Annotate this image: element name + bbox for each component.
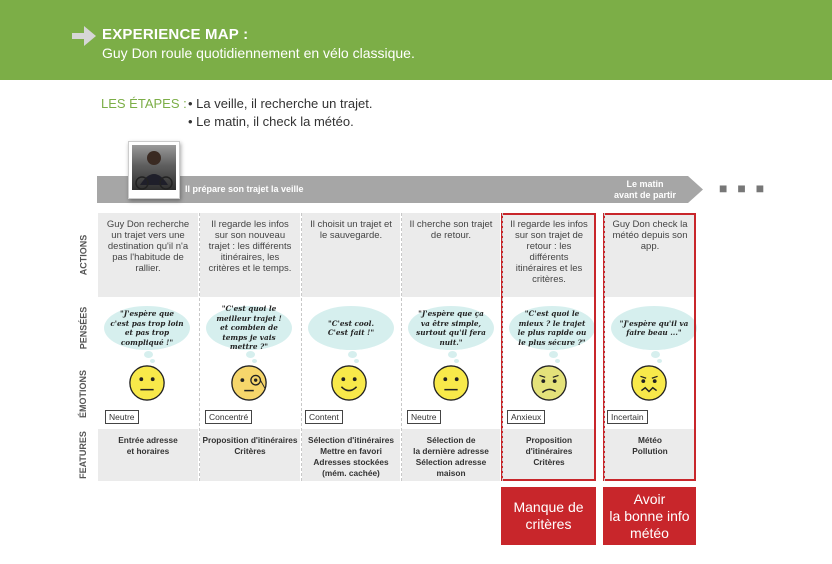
phase-label: Il prépare son trajet la veille [185,184,304,194]
phase-label-line: Le matin [626,179,664,189]
thought-bubble: "J'espère qu'il va faire beau ..." [611,306,697,350]
thought-bubble-tail [555,359,560,363]
feature-cell [200,429,300,481]
pain-point-card: Manque de critères [501,487,596,545]
emotion-tag: Concentré [205,410,253,424]
feature-text: Proposition d'itinéraires Critères [202,435,298,456]
action-text: Il regarde les infos sur son nouveau tra… [208,219,292,274]
column-divider [301,213,302,481]
journey-column: Guy Don recherche un trajet vers une des… [98,213,198,481]
stage-item: • La veille, il recherche un trajet. [188,96,373,111]
stage-item: • Le matin, il check la météo. [188,114,354,129]
feature-cell [302,429,400,481]
column-divider [604,213,605,481]
row-label-text: FEATURES [78,431,88,479]
action-cell [402,213,500,297]
persona-image [132,145,176,190]
column-divider [502,213,503,481]
pain-point-text: Manque de critères [513,499,584,532]
header-bar: EXPERIENCE MAP : Guy Don roule quotidien… [0,0,832,80]
action-cell [605,213,695,297]
thought-bubble: "J'espère que ça va être simple, surtout… [408,306,494,350]
emotion-tag: Content [305,410,343,424]
pain-point-card: Avoir la bonne info météo [603,487,696,545]
column-divider [401,213,402,481]
neutral-face-icon [433,365,469,401]
thought-bubble-tail [150,359,155,363]
thought-bubble-tail [246,351,255,358]
action-cell [98,213,198,297]
journey-column: Il regarde les infos sur son nouveau tra… [200,213,300,481]
thought-bubble-tail [348,351,357,358]
row-label-actions: ACTIONS [72,213,94,297]
journey-column: Il regarde les infos sur son trajet de r… [503,213,595,481]
emotion-tag: Neutre [105,410,139,424]
thought-bubble-tail [651,351,660,358]
row-label-text: PENSÉES [78,306,88,350]
person-icon [135,151,173,190]
feature-cell [605,429,695,481]
action-text: Guy Don recherche un trajet vers une des… [106,219,190,274]
persona-photo [128,141,180,199]
row-label-text: ACTIONS [78,234,88,276]
action-text: Guy Don check la météo depuis son app. [612,219,688,252]
action-cell [200,213,300,297]
feature-text: Sélection d'itinéraires Mettre en favori… [308,435,394,478]
feature-text: Proposition d'itinéraires Critères [525,435,573,467]
row-label-emotions: ÉMOTIONS [72,359,94,429]
page-subtitle: Guy Don roule quotidiennement en vélo cl… [102,45,415,61]
thought-bubble-tail [549,351,558,358]
action-text: Il regarde les infos sur son trajet de r… [510,219,588,285]
feature-text: Météo Pollution [632,435,668,456]
phase-banner-morning [588,176,703,203]
focused-face-icon [231,365,267,401]
thought-bubble-tail [252,359,257,363]
action-cell [302,213,400,297]
action-cell [503,213,595,297]
arrow-right-icon [72,26,96,46]
thought-bubble: "C'est quoi le mieux ? le trajet le plus… [509,306,595,350]
action-text: Il cherche son trajet de retour. [409,219,493,241]
phase-label-line: avant de partir [613,190,677,200]
row-label-features: FEATURES [72,429,94,481]
feature-cell [503,429,595,481]
thought-bubble: "C'est quoi le meilleur trajet ! et comb… [206,304,292,351]
stages-label: LES ÉTAPES : [101,96,187,111]
feature-text: Sélection de la dernière adresse Sélecti… [413,435,489,478]
happy-face-icon [331,365,367,401]
pain-point-text: Avoir la bonne info météo [609,490,690,541]
feature-text: Entrée adresse et horaires [118,435,178,456]
phase-label-morning: Le matin avant de partir [604,179,686,201]
more-icon: ■ ■ ■ [719,180,768,196]
journey-column: Il cherche son trajet de retour. "J'espèr… [402,213,500,481]
emotion-tag: Neutre [407,410,441,424]
thought-bubble-tail [144,351,153,358]
thought-bubble-tail [354,359,359,363]
thought-bubble: "C'est cool. C'est fait !" [308,306,394,350]
uncertain-face-icon [631,365,667,401]
neutral-face-icon [129,365,165,401]
feature-cell [402,429,500,481]
journey-column: Il choisit un trajet et le sauvegarde. "C… [302,213,400,481]
row-label-thoughts: PENSÉES [72,297,94,359]
highlight-column-6 [603,213,696,481]
column-divider [199,213,200,481]
feature-cell [98,429,198,481]
highlight-column-5 [501,213,596,481]
anxious-face-icon [531,365,567,401]
thought-bubble-tail [657,359,662,363]
page-title: EXPERIENCE MAP : [102,26,249,43]
emotion-tag: Incertain [607,410,648,424]
thought-bubble: "J'espère que c'est pas trop loin et pas… [104,306,190,350]
action-text: Il choisit un trajet et le sauvegarde. [310,219,392,241]
thought-bubble-tail [454,359,459,363]
emotion-tag: Anxieux [507,410,546,424]
thought-bubble-tail [448,351,457,358]
row-label-text: ÉMOTIONS [78,369,89,419]
journey-column: Guy Don check la météo depuis son app. "J… [605,213,697,481]
